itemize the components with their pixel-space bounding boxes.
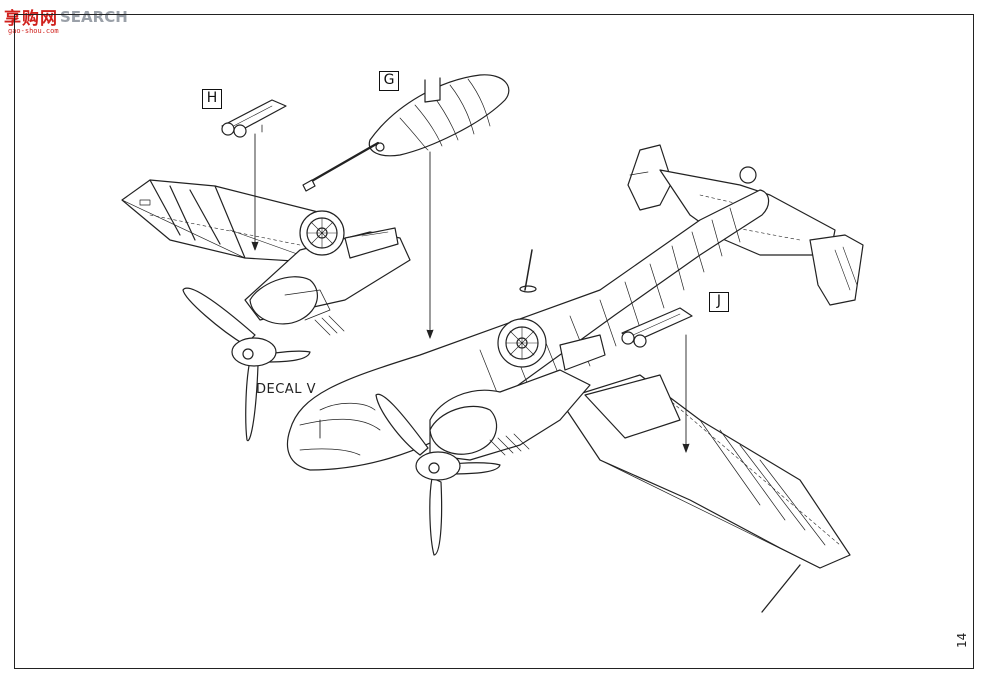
page-number: 14 [955, 632, 969, 648]
left-nacelle-panel [345, 228, 398, 258]
watermark-url: gao-shou.com [8, 27, 59, 35]
page-border [14, 14, 974, 669]
callout-h: H [202, 89, 222, 109]
callout-j: J [709, 292, 729, 312]
part-j-exhaust-tubes [622, 308, 692, 347]
part-g-canopy [303, 75, 509, 191]
left-wing [122, 180, 345, 262]
right-propeller [376, 394, 500, 555]
left-propeller [183, 288, 310, 441]
part-h-exhaust-tubes [222, 100, 286, 137]
callout-g: G [379, 71, 399, 91]
leader-lines [252, 134, 689, 452]
left-radiator-fan [300, 211, 344, 255]
right-engine-nacelle [430, 335, 680, 460]
right-radiator-fan [498, 319, 546, 367]
decal-v-label: DECAL V [256, 382, 316, 397]
watermark-text: SEARCH [60, 7, 128, 26]
